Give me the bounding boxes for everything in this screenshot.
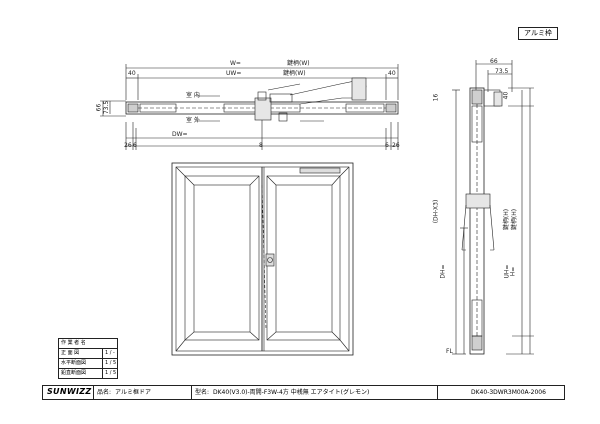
plan-dim-26-left: 26 — [124, 142, 132, 149]
section-dim-40: 40 — [502, 91, 510, 100]
plan-in-label: 室 内 — [186, 92, 200, 99]
plan-dim-6-right: 6 — [385, 142, 389, 149]
plan-dim-66: 66 — [95, 103, 103, 112]
section-dim-16: 16 — [432, 93, 440, 102]
section-h-ref-1: 鍵柄(H) — [503, 208, 511, 231]
divider — [437, 386, 438, 399]
vertical-section-drawing — [452, 60, 534, 355]
legend-row: 正 面 図 1 / - — [59, 349, 117, 359]
plan-dim-40-right: 40 — [388, 70, 396, 77]
plan-w-label: W= — [230, 60, 241, 67]
section-h-ref-2: 鍵柄(H) — [511, 208, 519, 231]
section-dim-73-5: 73.5 — [495, 68, 509, 75]
model-name: DK40(V3.0)-両開-F3W-4方 中桟無 エアタイト(グレモン) — [213, 389, 370, 396]
product-label: 品名: — [97, 389, 112, 396]
plan-dim-26-right: 26 — [392, 142, 400, 149]
section-dh: DH= — [439, 264, 447, 279]
divider — [93, 386, 94, 399]
plan-uw-ref: 鍵柄(W) — [283, 70, 306, 77]
legend-row: 水平断面図 1 / 5 — [59, 359, 117, 369]
plan-out-label: 室 外 — [186, 117, 200, 124]
legend-title-row: 作 業 者 名 — [59, 339, 117, 349]
legend-row-value: 1 / 5 — [102, 369, 116, 378]
drawing-number: DK40-3DWR3M00A-2006 — [471, 389, 546, 396]
legend-row-label: 鉛直断面図 — [61, 370, 87, 376]
scale-legend-table: 作 業 者 名 正 面 図 1 / - 水平断面図 1 / 5 鉛直断面図 1 / 5 — [58, 338, 118, 379]
section-dim-66: 66 — [490, 58, 498, 65]
plan-dim-8: 8 — [259, 142, 263, 149]
plan-dw-label: DW= — [172, 131, 188, 138]
legend-row-value: 1 / 5 — [102, 359, 116, 368]
legend-row: 鉛直断面図 1 / 5 — [59, 369, 117, 378]
company-logo: SUNWIZZ — [47, 387, 92, 396]
section-fl-label: FL — [446, 348, 453, 355]
title-block: SUNWIZZ 品名: アルミ框ドア 型名: DK40(V3.0)-両開-F3W… — [42, 385, 565, 400]
front-elevation-drawing — [171, 162, 354, 356]
model-label: 型名: — [195, 389, 210, 396]
product-name: アルミ框ドア — [115, 389, 151, 396]
divider — [191, 386, 192, 399]
legend-row-label: 水平断面図 — [61, 360, 87, 366]
plan-section-drawing — [100, 64, 399, 150]
legend-title: 作 業 者 名 — [61, 340, 86, 346]
plan-uw-label: UW= — [226, 70, 242, 77]
legend-row-value: 1 / - — [102, 349, 115, 358]
section-h: H= — [509, 266, 517, 277]
plan-w-ref: 鍵柄(W) — [287, 60, 310, 67]
section-dh-mid: (DH-X3) — [432, 199, 440, 224]
plan-dim-73-5: 73.5 — [103, 100, 111, 115]
frame-type-badge: アルミ枠 — [518, 27, 558, 40]
plan-dim-6-left: 6 — [133, 142, 137, 149]
legend-row-label: 正 面 図 — [61, 350, 80, 356]
plan-dim-40-left: 40 — [128, 70, 136, 77]
